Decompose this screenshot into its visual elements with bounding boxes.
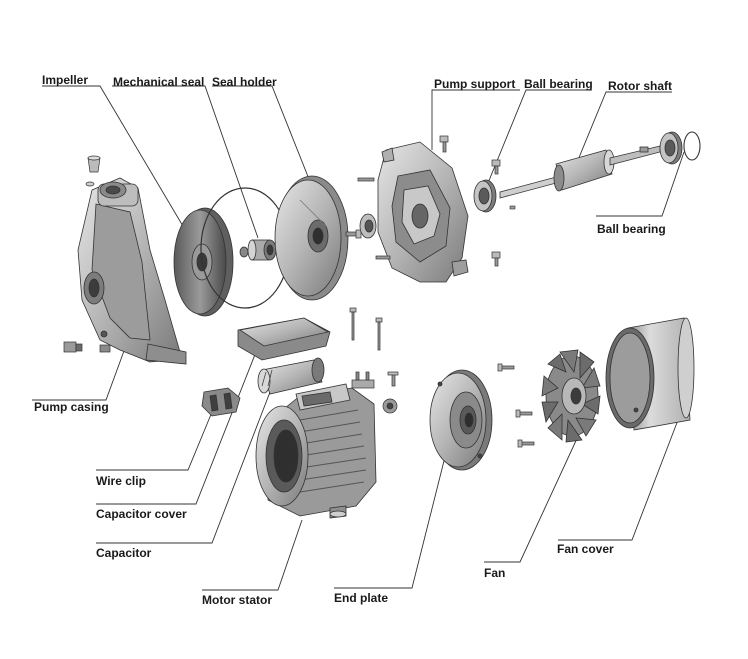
label-pump-support: Pump support (434, 77, 516, 91)
label-wire-clip: Wire clip (96, 474, 146, 488)
leader-end-plate (334, 444, 449, 589)
rotor-shaft-part (499, 145, 661, 199)
pump-support-part (377, 141, 469, 283)
ball-bearing-right-part (659, 131, 701, 165)
label-ball-bearing-top: Ball bearing (524, 77, 593, 91)
leader-pump-casing (32, 339, 129, 401)
capacitor-part (257, 357, 325, 395)
leader-fan (484, 431, 581, 563)
terminal-parts (351, 371, 399, 414)
spacer-ring (359, 213, 377, 239)
mechanical-seal-part (239, 239, 277, 261)
label-seal-holder: Seal holder (212, 75, 277, 89)
label-end-plate: End plate (334, 591, 389, 605)
label-capacitor: Capacitor (96, 546, 152, 560)
leader-wire-clip (96, 411, 213, 471)
ball-bearing-left-part (473, 179, 497, 213)
leader-impeller (42, 85, 191, 239)
leader-ball-bearing-right (596, 151, 685, 217)
pump-casing-part (77, 177, 187, 365)
leader-mechanical-seal (112, 85, 259, 239)
label-capacitor-cover: Capacitor cover (96, 507, 187, 521)
fan-part (541, 349, 601, 443)
cover-screws (349, 307, 383, 351)
end-plate-part (429, 369, 493, 471)
wire-clip-part (201, 387, 241, 417)
pump-support-bolts (357, 135, 501, 267)
seal-holder-bolt (345, 229, 362, 239)
leader-pump-support (431, 89, 520, 150)
label-ball-bearing-right: Ball bearing (597, 222, 666, 236)
label-mechanical-seal: Mechanical seal (113, 75, 205, 89)
label-impeller: Impeller (42, 73, 89, 87)
leader-ball-bearing-top (487, 89, 592, 184)
label-fan-cover: Fan cover (557, 542, 614, 556)
casing-plugs (63, 155, 111, 353)
fan-cover-part (605, 317, 695, 431)
capacitor-cover-part (237, 317, 331, 361)
shaft-key (509, 205, 516, 210)
end-plate-screws (497, 363, 535, 448)
leader-rotor-shaft (577, 91, 672, 161)
label-motor-stator: Motor stator (202, 593, 272, 607)
impeller-part (173, 207, 234, 317)
leader-fan-cover (558, 419, 679, 541)
seal-holder-part (274, 175, 349, 301)
label-pump-casing: Pump casing (34, 400, 109, 414)
label-rotor-shaft: Rotor shaft (608, 79, 672, 93)
motor-stator-part (255, 383, 377, 519)
leader-motor-stator (202, 519, 303, 591)
label-fan: Fan (484, 566, 506, 580)
leader-capacitor (96, 391, 271, 544)
